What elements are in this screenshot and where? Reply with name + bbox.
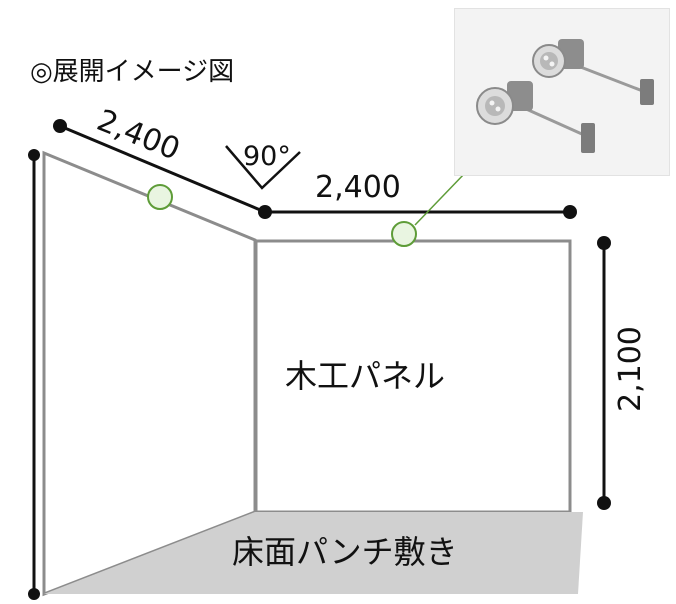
right-width-label: 2,400: [315, 170, 401, 205]
spotlight-photo: [454, 8, 670, 176]
spotlight-fixture-upper: [532, 39, 654, 105]
left-width-start-dot: [53, 119, 67, 133]
left-width-dimension-line: [59, 124, 266, 214]
left-height-bottom-dot: [28, 588, 40, 600]
height-label: 2,100: [613, 326, 648, 412]
angle-label: 90°: [243, 141, 291, 172]
spotlight-fixture-lower: [476, 81, 595, 153]
right-width-end-dot: [563, 205, 577, 219]
spotlight-illustration: [476, 39, 654, 153]
left-height-top-dot: [28, 149, 40, 161]
front-wall-panel: [254, 239, 572, 514]
panel-label: 木工パネル: [285, 357, 445, 395]
photo-leader-line: [414, 171, 467, 226]
spotlight-marker-right: [391, 221, 417, 247]
diagram-title: ◎展開イメージ図: [30, 57, 234, 87]
height-top-dot: [597, 236, 611, 250]
height-bottom-dot: [597, 496, 611, 510]
floor-area: [44, 512, 583, 594]
floor-label: 床面パンチ敷き: [232, 533, 458, 571]
angle-mark: [225, 145, 301, 190]
spotlight-marker-left: [147, 184, 173, 210]
